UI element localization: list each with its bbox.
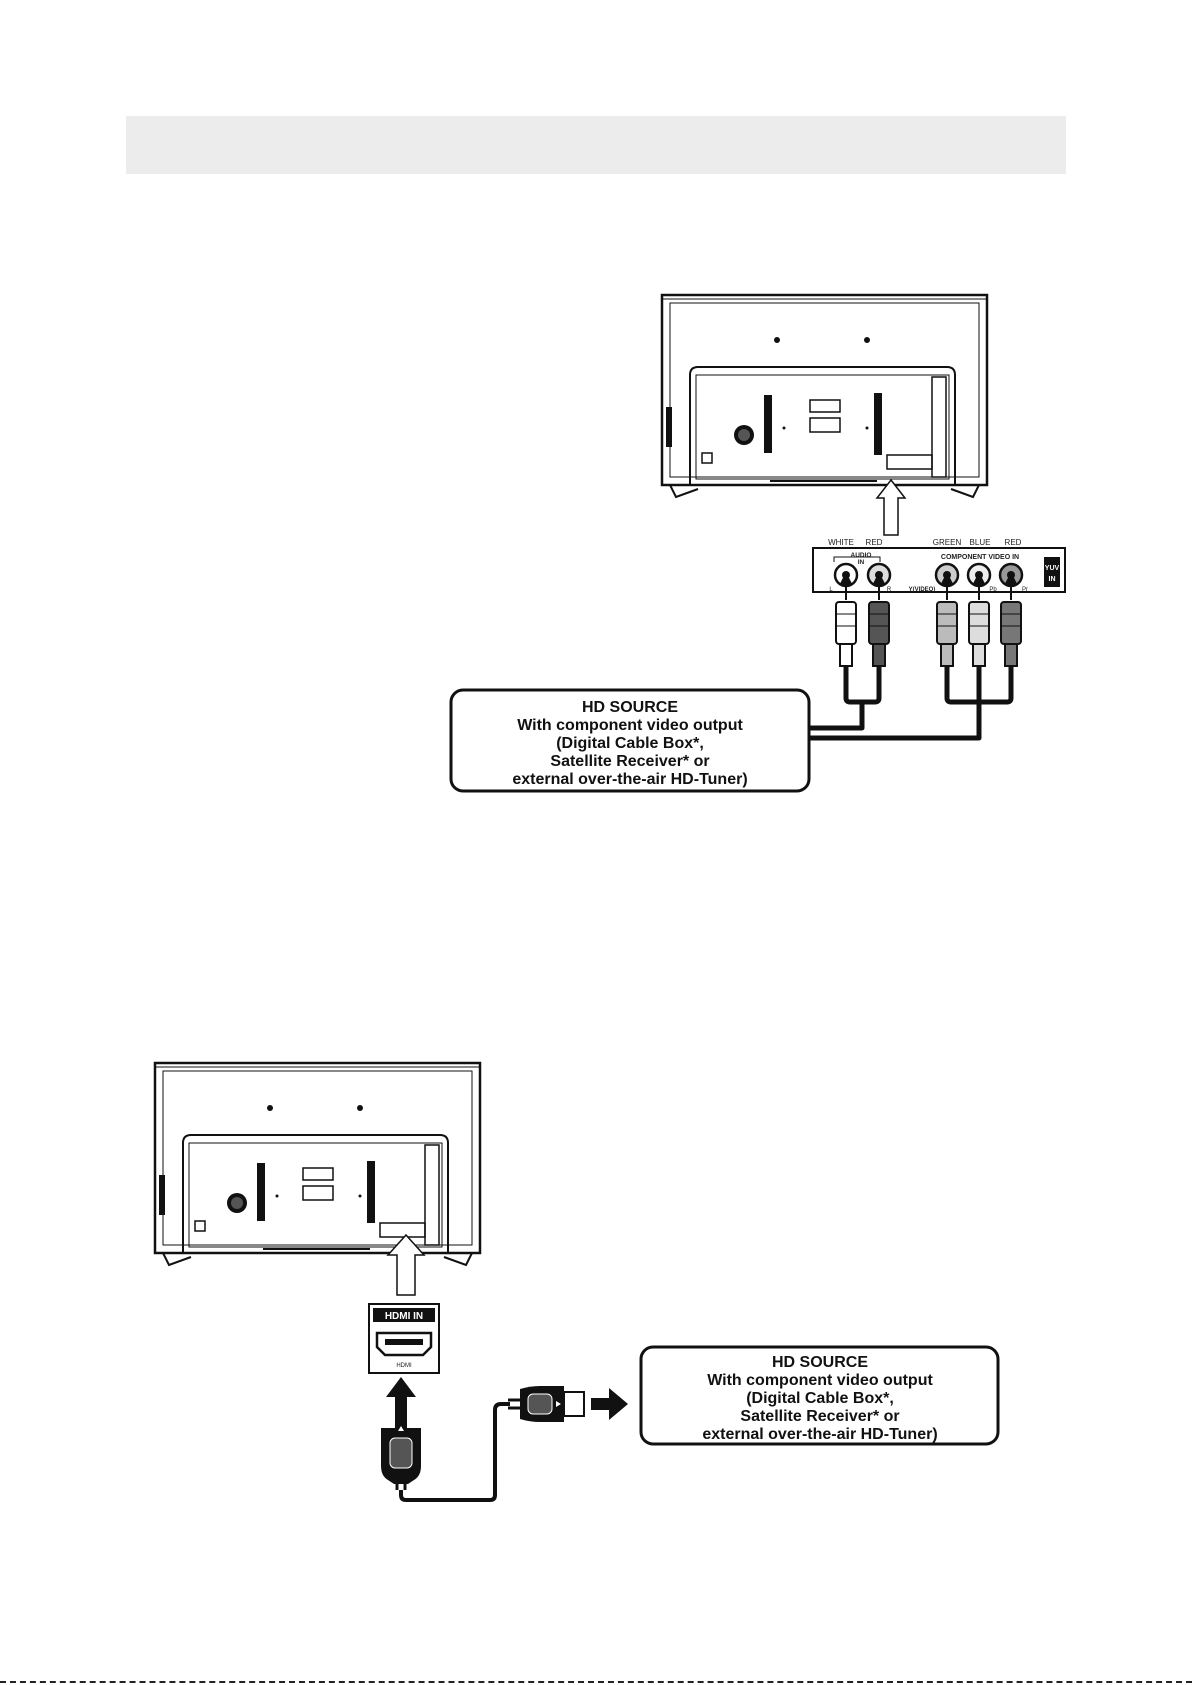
hd-source-1-line5: external over-the-air HD-Tuner) — [512, 771, 747, 788]
component-input-panel — [812, 547, 1066, 593]
pr-label: Pr — [1022, 587, 1028, 593]
up-arrow-bottom — [386, 1233, 426, 1296]
hd-source-1-line4: Satellite Receiver* or — [550, 753, 709, 770]
hd-source-box-2 — [639, 1345, 1000, 1446]
hd-source-2-line3: (Digital Cable Box*, — [746, 1390, 894, 1407]
hd-source-2-line5: external over-the-air HD-Tuner) — [702, 1426, 937, 1443]
pb-label: Pb — [989, 587, 997, 593]
hd-source-box-1 — [449, 688, 811, 793]
audio-in2-label: IN — [858, 559, 865, 566]
hd-source-1-line2: With component video output — [517, 717, 743, 734]
yuv-label: YUV — [1045, 565, 1060, 572]
tv-rear-view-top — [660, 293, 989, 499]
hdmi-plug-horizontal — [508, 1386, 585, 1422]
hdmi-in-label: HDMI IN — [385, 1311, 423, 1322]
tv-rear-view-bottom — [153, 1061, 482, 1267]
hd-source-2-line2: With component video output — [707, 1372, 933, 1389]
red-label: RED — [866, 538, 883, 547]
up-arrow-top — [876, 479, 906, 536]
hd-source-1-title: HD SOURCE — [582, 699, 678, 716]
blue-label: BLUE — [970, 538, 991, 547]
page-bottom-edge — [0, 1681, 1192, 1683]
component-video-in-label: COMPONENT VIDEO IN — [941, 554, 1019, 561]
hd-source-2-title: HD SOURCE — [772, 1354, 868, 1371]
hd-source-1-line3: (Digital Cable Box*, — [556, 735, 704, 752]
hdmi-cable — [399, 1402, 510, 1502]
hd-source-2-line4: Satellite Receiver* or — [740, 1408, 899, 1425]
y-video-label: Y(VIDEO) — [909, 587, 936, 593]
black-right-arrow — [591, 1388, 628, 1420]
r-label: R — [887, 587, 892, 593]
black-up-arrow — [386, 1377, 416, 1428]
yuv-in-label: IN — [1049, 576, 1056, 583]
cables-top — [808, 666, 1014, 741]
green-label: GREEN — [933, 538, 962, 547]
red2-label: RED — [1005, 538, 1022, 547]
hdmi-port-label: HDMI — [396, 1363, 412, 1369]
white-label: WHITE — [828, 538, 854, 547]
section-header-bar — [126, 116, 1066, 174]
hdmi-plug-vertical — [381, 1426, 421, 1490]
audio-in-label: AUDIO — [851, 552, 872, 559]
l-label: L — [829, 587, 833, 593]
hdmi-input-panel — [368, 1303, 440, 1374]
